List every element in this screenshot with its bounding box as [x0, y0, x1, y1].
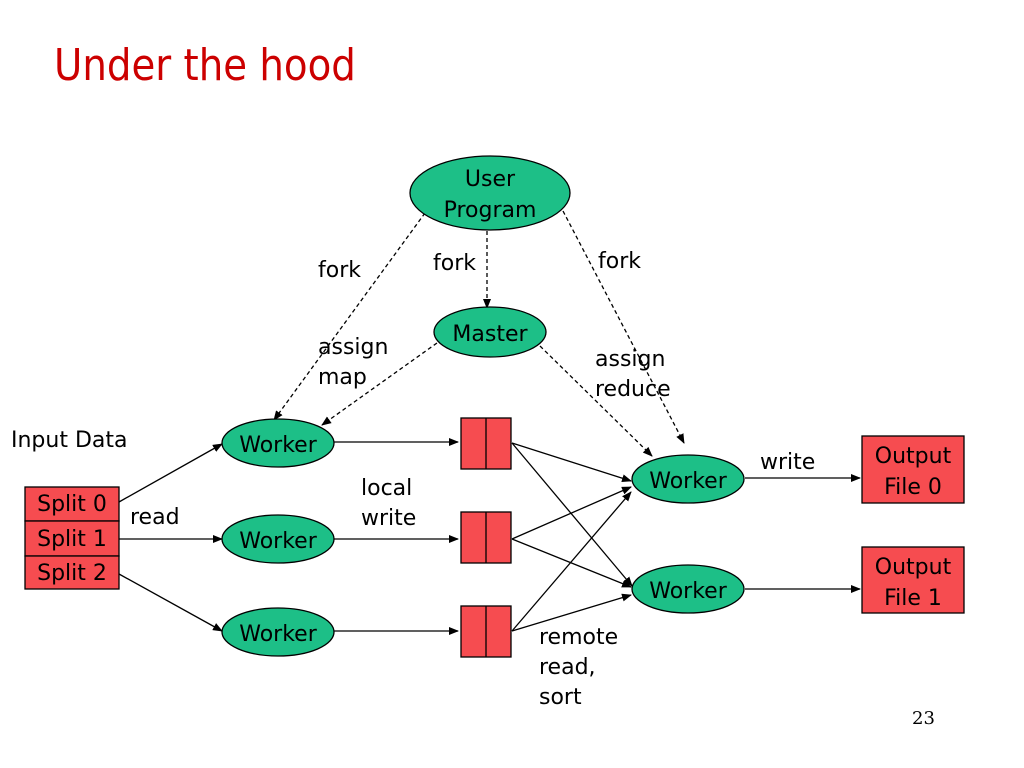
output-file-0-label-line-1: Output — [875, 444, 952, 469]
edge-labels: fork fork fork assign map assign reduce … — [11, 249, 815, 710]
master-node: Master — [433, 306, 547, 358]
edge-remote-read-1a — [511, 442, 632, 483]
remote-read-sort-label-line-1: remote — [539, 625, 618, 650]
input-splits: Split 0 Split 1 Split 2 — [24, 486, 120, 590]
read-label: read — [130, 505, 180, 530]
edge-assign-reduce — [539, 345, 653, 457]
control-edges — [273, 210, 685, 457]
remote-read-sort-label-line-3: sort — [539, 685, 582, 710]
output-file-0: Output File 0 — [861, 435, 965, 504]
map-worker-1: Worker — [221, 418, 335, 468]
assign-map-label-line-1: assign — [318, 335, 388, 360]
input-data-label: Input Data — [11, 428, 128, 453]
slide-title: Under the hood — [54, 40, 356, 91]
master-label: Master — [452, 322, 528, 347]
assign-map-label-line-2: map — [318, 365, 367, 390]
data-edges — [118, 438, 861, 635]
assign-reduce-label-line-2: reduce — [595, 377, 671, 402]
edge-remote-read-2b — [511, 538, 632, 588]
output-file-0-label-line-2: File 0 — [884, 475, 942, 500]
edge-remote-read-3a — [511, 491, 632, 632]
reduce-worker-1-label: Worker — [649, 469, 727, 494]
output-file-1: Output File 1 — [861, 546, 965, 614]
edge-split-to-worker-1 — [118, 443, 223, 503]
edge-fork-map-worker — [273, 212, 426, 421]
local-write-label-line-2: write — [361, 506, 416, 531]
user-program-label-line-2: Program — [444, 198, 537, 223]
map-worker-2: Worker — [221, 514, 335, 564]
write-label: write — [760, 450, 815, 475]
map-worker-2-label: Worker — [239, 529, 317, 554]
intermediate-file-3 — [460, 605, 512, 658]
map-worker-3-label: Worker — [239, 622, 317, 647]
output-file-1-label-line-1: Output — [875, 555, 952, 580]
edge-remote-read-2a — [511, 486, 632, 540]
local-write-label-line-1: local — [361, 476, 412, 501]
edge-remote-read-1b — [511, 442, 633, 587]
split-2-label: Split 2 — [37, 561, 107, 586]
remote-read-sort-label-line-2: read, — [539, 655, 596, 680]
edge-assign-map — [321, 342, 438, 426]
output-file-1-label-line-2: File 1 — [884, 586, 942, 611]
edge-fork-reduce-worker — [562, 210, 685, 444]
edge-remote-read-3b — [511, 593, 632, 632]
user-program-label-line-1: User — [465, 167, 516, 192]
user-program-node: User Program — [409, 155, 571, 231]
assign-reduce-label-line-1: assign — [595, 347, 665, 372]
page-number: 23 — [912, 708, 935, 729]
fork-label-right: fork — [598, 249, 641, 274]
reduce-worker-2-label: Worker — [649, 579, 727, 604]
fork-label-left: fork — [318, 258, 361, 283]
fork-label-center: fork — [433, 251, 476, 276]
intermediate-file-2 — [460, 511, 512, 564]
intermediate-file-1 — [460, 417, 512, 470]
map-worker-1-label: Worker — [239, 433, 317, 458]
reduce-worker-2: Worker — [631, 564, 745, 614]
split-1-label: Split 1 — [37, 527, 107, 552]
split-0-label: Split 0 — [37, 492, 107, 517]
map-worker-3: Worker — [221, 607, 335, 657]
reduce-worker-1: Worker — [631, 454, 745, 504]
edge-split-to-worker-3 — [118, 573, 223, 632]
